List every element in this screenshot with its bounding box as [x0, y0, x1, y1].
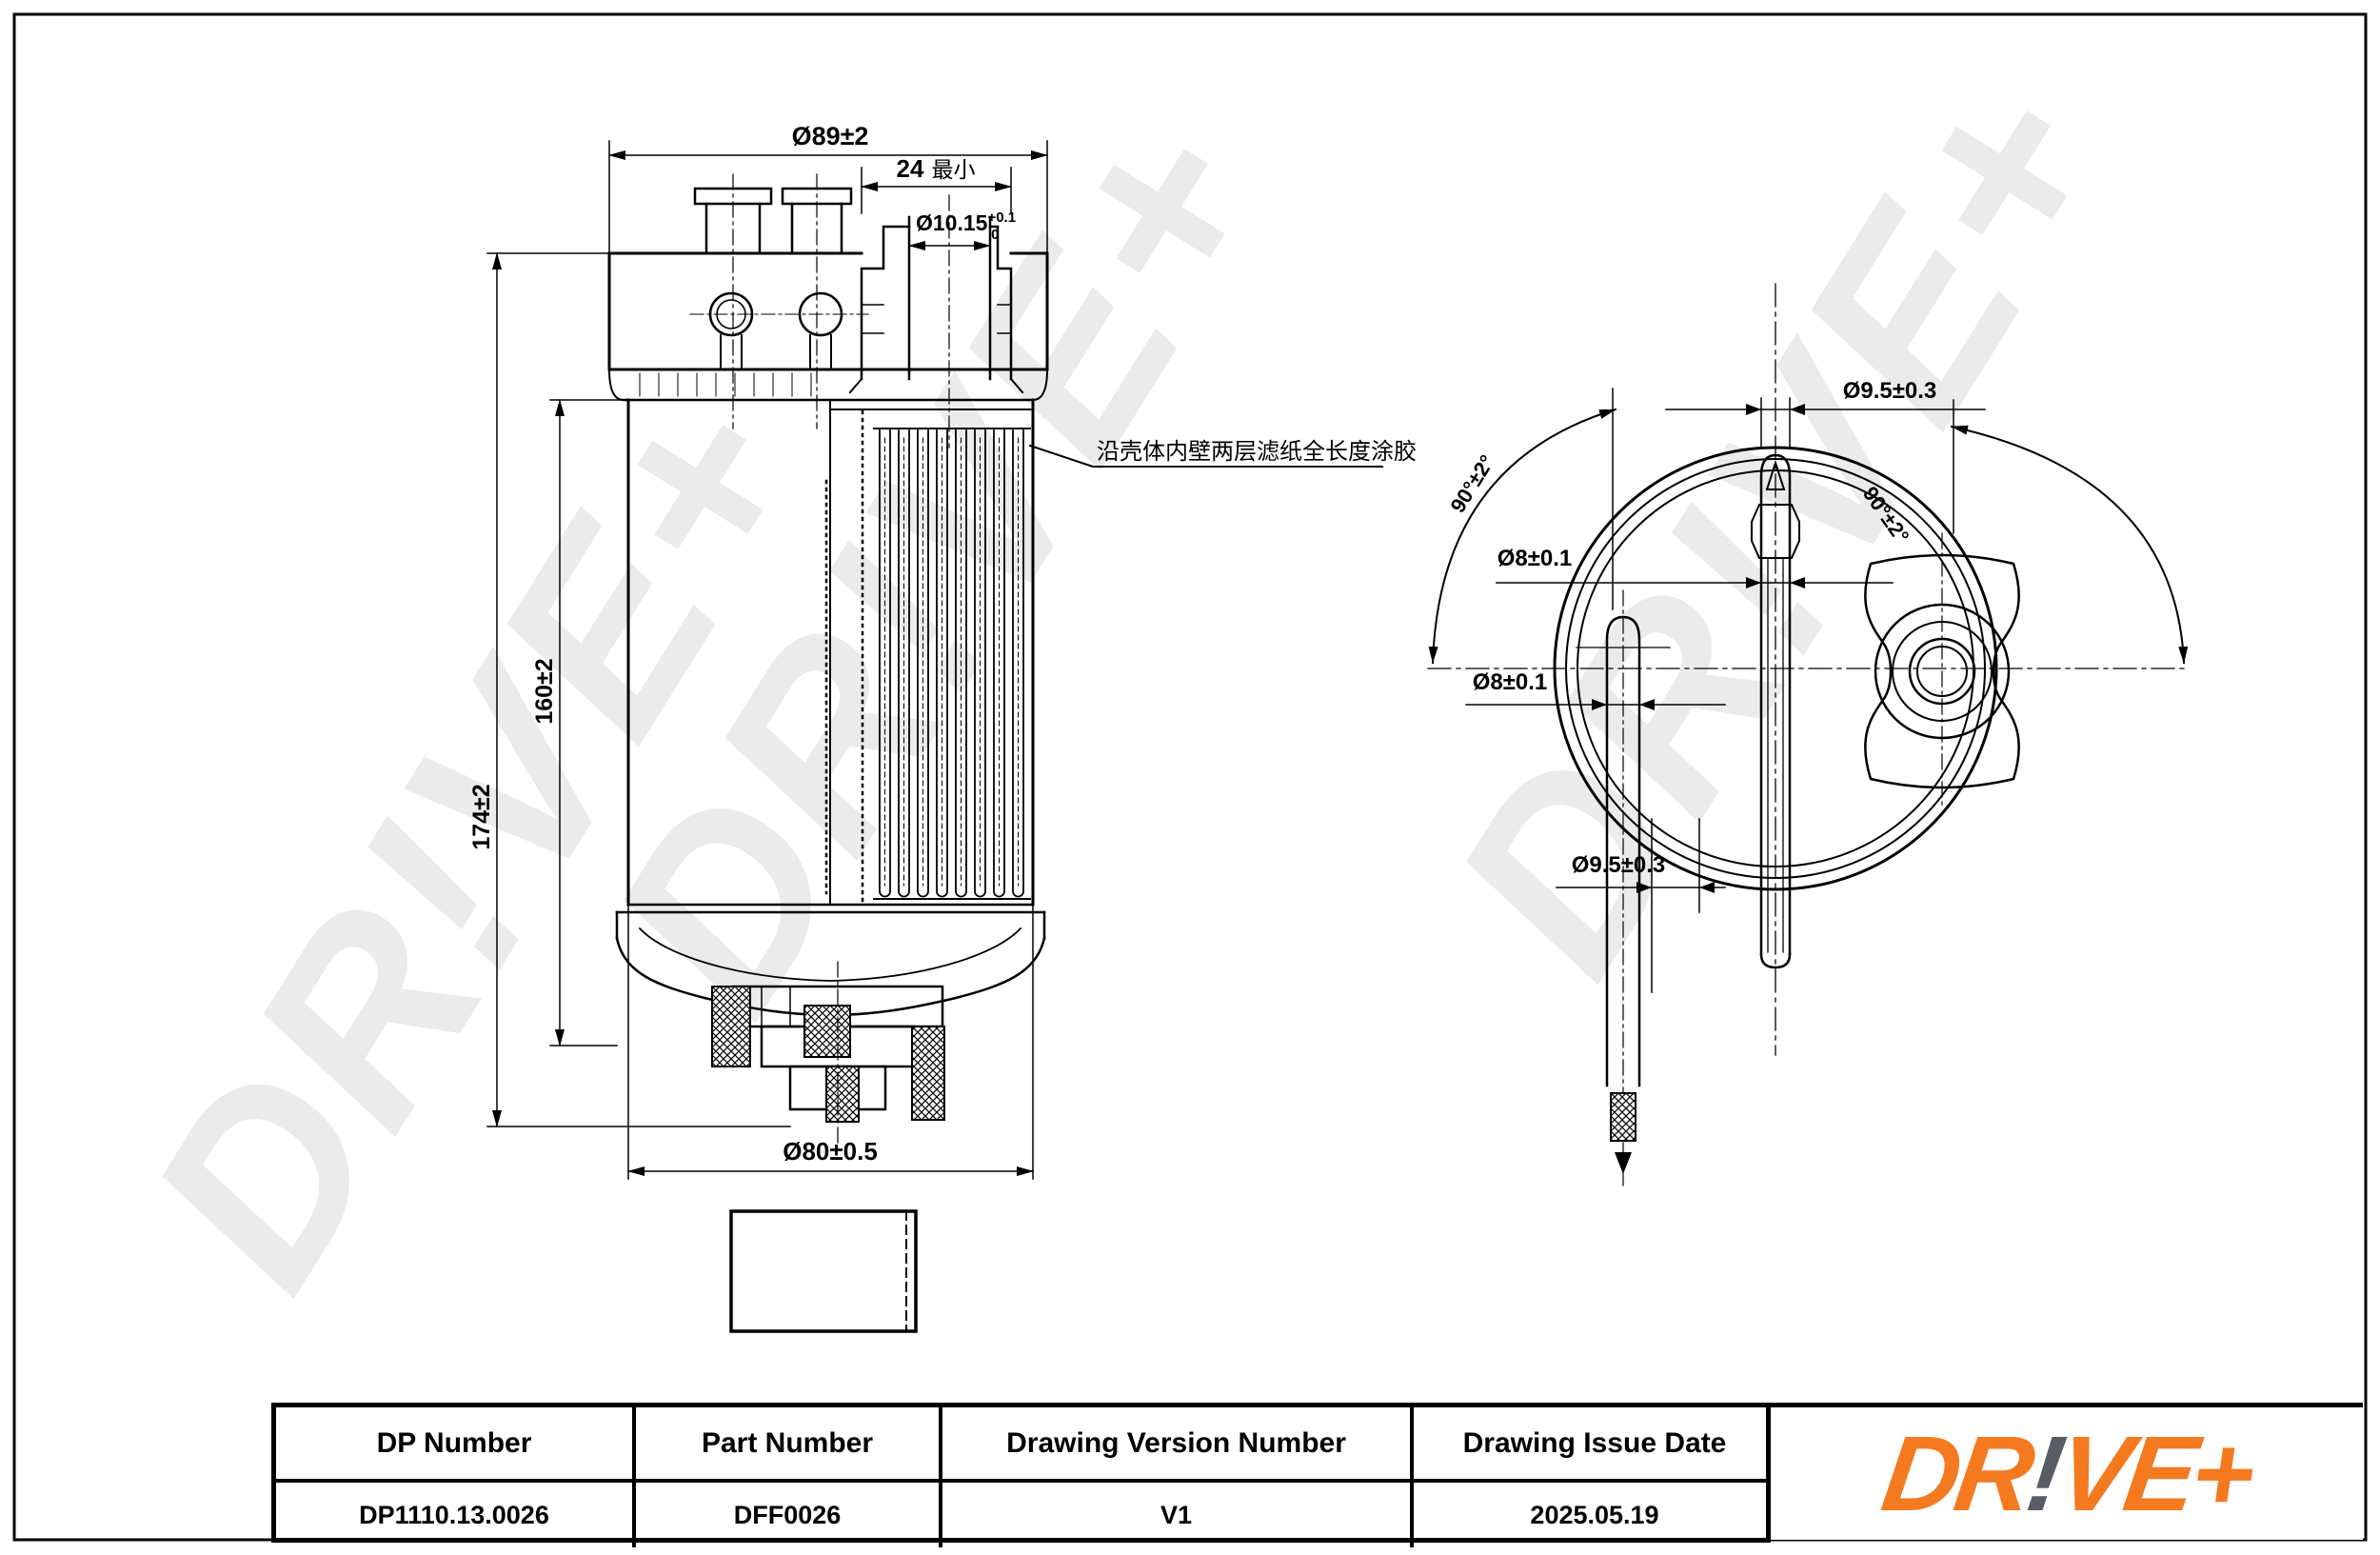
vent-cap	[848, 194, 1024, 449]
label-note-cn: 沿壳体内壁两层滤纸全长度涂胶	[1097, 439, 1417, 465]
label-left-port-diameter: Ø8±0.1	[1473, 669, 1548, 695]
title-block-header-part-number: Part Number	[636, 1407, 942, 1483]
label-center-port-diameter: Ø8±0.1	[1497, 546, 1573, 571]
title-block-header-dp-number: DP Number	[276, 1407, 636, 1483]
dim-min-clearance	[861, 167, 1012, 214]
dim-body-height	[549, 399, 625, 1047]
label-overall-height: 174±2	[468, 784, 495, 849]
note-leader-line	[1028, 444, 1383, 468]
detail-part-rect	[729, 1209, 918, 1333]
dim-bottom-port	[1556, 818, 1726, 993]
top-view	[1427, 283, 2189, 1191]
title-block-value-dp-number: DP1110.13.0026	[276, 1483, 636, 1547]
dim-stem-top	[1665, 397, 1986, 449]
dim-left-port	[1465, 699, 1726, 710]
title-block: DP Number Part Number Drawing Version Nu…	[271, 1403, 1775, 1547]
title-block-value-part-number: DFF0026	[636, 1483, 942, 1547]
title-block-header-issue-date: Drawing Issue Date	[1414, 1407, 1775, 1483]
label-top-diameter: Ø89±2	[792, 122, 869, 150]
top-ports	[693, 173, 853, 429]
logo-suffix: VE+	[2051, 1413, 2258, 1533]
bottom-drain-fitting	[711, 961, 945, 1148]
center-vent-stem	[1751, 453, 1800, 969]
upper-chamber-ports	[689, 291, 869, 370]
title-block-value-issue-date: 2025.05.19	[1530, 1500, 1659, 1529]
label-angle-left: 90°±2°	[1445, 450, 1498, 517]
label-bottom-diameter: Ø80±0.5	[783, 1137, 878, 1166]
label-body-height: 160±2	[531, 658, 558, 724]
label-stem-top-diameter: Ø9.5±0.3	[1843, 378, 1937, 404]
drive-plus-logo: DR!VE+	[1875, 1414, 2257, 1533]
title-block-header-drawing-version: Drawing Version Number	[942, 1407, 1414, 1483]
dim-angle-arcs	[1428, 388, 2189, 665]
bottom-cup	[615, 903, 1046, 1017]
title-block-value-drawing-version: V1	[942, 1483, 1414, 1547]
filter-element-pleats	[873, 428, 1031, 900]
logo-prefix: DR	[1875, 1413, 2037, 1533]
svg-text:DR!VE+: DR!VE+	[1399, 31, 2164, 1018]
housing-body	[626, 398, 1035, 907]
dim-top-diameter	[608, 140, 1048, 252]
dim-bottom-diameter	[627, 906, 1034, 1180]
drive-watermark: DR!VE+ DR!VE+ DR!VE+	[95, 31, 2164, 1332]
label-bottom-port-diameter: Ø9.5±0.3	[1572, 852, 1666, 878]
dim-overall-height	[486, 252, 791, 1127]
brand-logo-cell: DR!VE+	[1771, 1403, 2363, 1540]
